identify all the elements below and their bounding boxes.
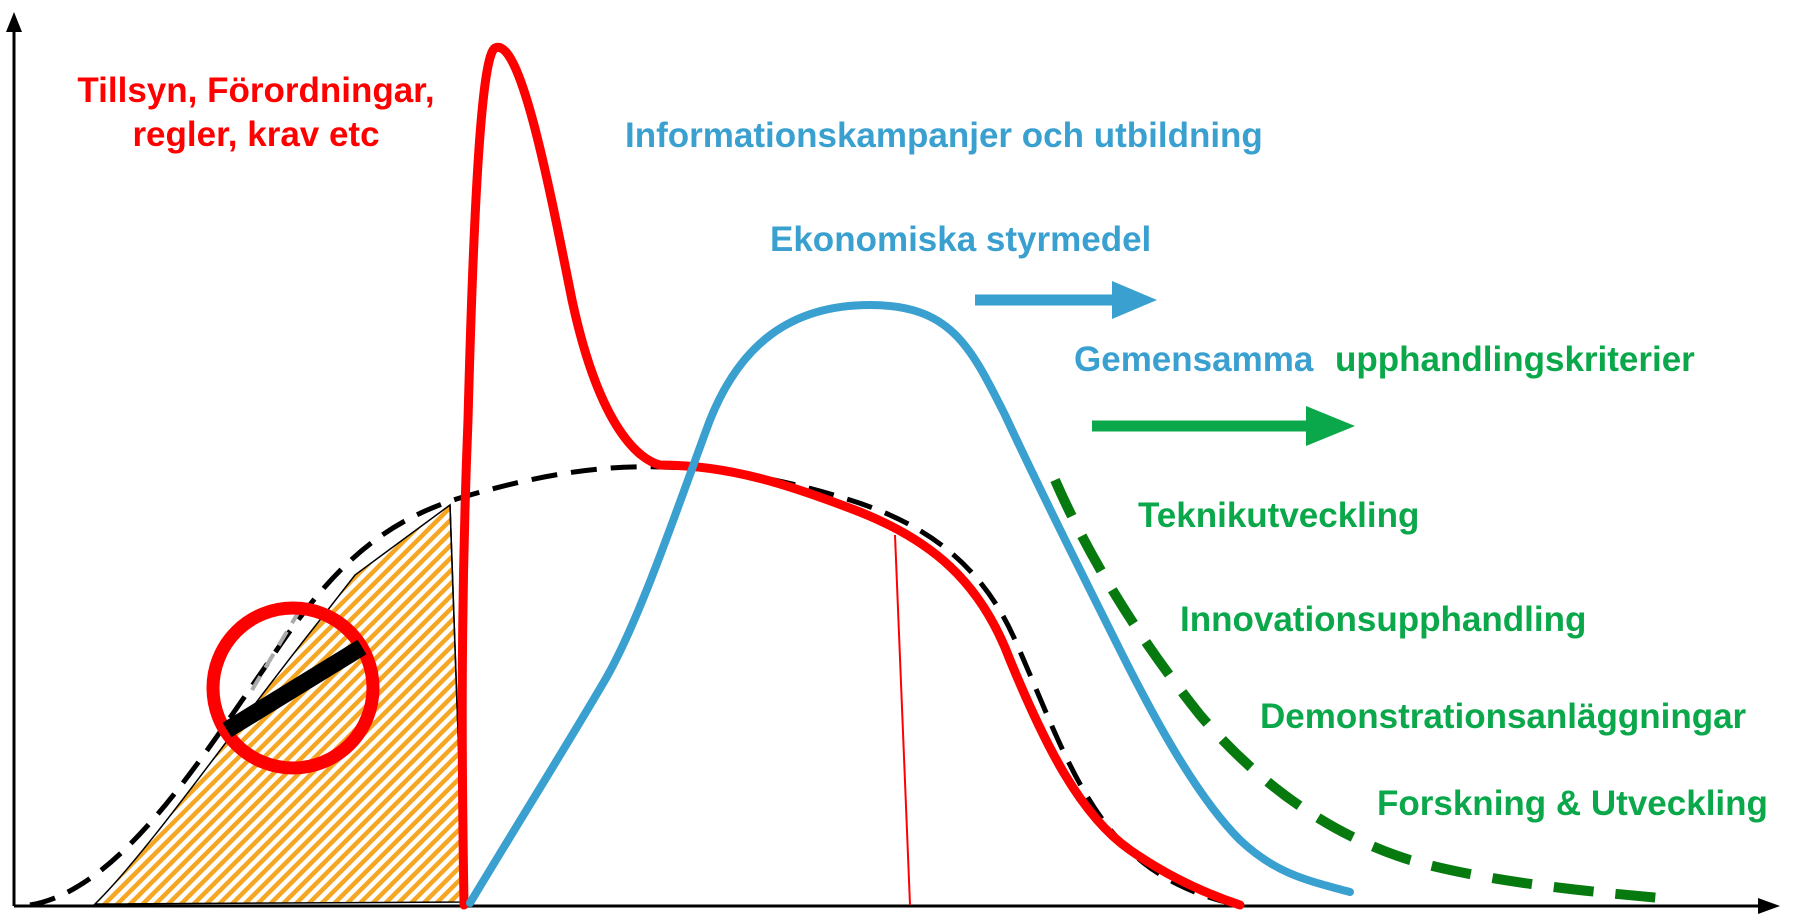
joint-rest: upphandlingskriterier — [1335, 340, 1695, 379]
innovation-label: Innovationsupphandling — [1180, 600, 1586, 639]
thin-red-line — [894, 534, 911, 906]
regulation-label-line1: Tillsyn, Förordningar, — [77, 71, 434, 110]
joint-procurement-label: Gemensamma upphandlingskriterier — [1074, 340, 1695, 379]
economic-label: Ekonomiska styrmedel — [770, 220, 1151, 259]
no-entry-sign-icon — [206, 601, 380, 775]
regulation-label-line2: regler, krav etc — [132, 115, 379, 154]
innovation-curve — [1050, 477, 1661, 903]
demonstration-label: Demonstrationsanläggningar — [1260, 697, 1747, 736]
research-label: Forskning & Utveckling — [1377, 784, 1768, 823]
gray-dashed-line — [250, 601, 306, 692]
information-label: Informationskampanjer och utbildning — [625, 116, 1263, 155]
blue-arrow — [975, 281, 1157, 319]
y-axis-arrowhead — [6, 12, 22, 32]
axes — [6, 12, 1780, 914]
x-axis-arrowhead — [1758, 898, 1780, 914]
information-curve — [466, 301, 1354, 907]
green-arrow — [1092, 406, 1355, 446]
regulation-curve — [457, 42, 1245, 910]
technology-label: Teknikutveckling — [1138, 496, 1419, 535]
joint-prefix: Gemensamma — [1074, 340, 1314, 379]
